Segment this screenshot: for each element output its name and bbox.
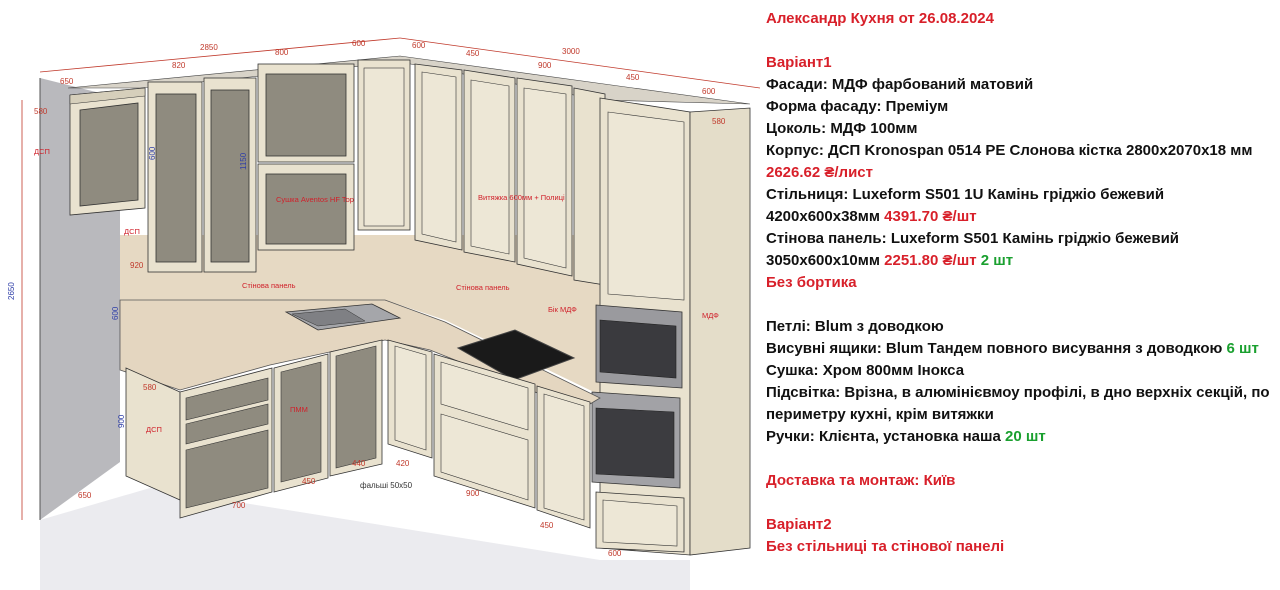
dim-450-c: 450 (302, 477, 316, 486)
label-panel-2: Стінова панель (456, 283, 510, 292)
dim-600-vert: 600 (148, 146, 157, 160)
dim-450-top-a: 450 (466, 49, 480, 58)
dim-420: 420 (396, 459, 410, 468)
dim-600-top-b: 600 (412, 41, 426, 50)
dim-2850: 2850 (200, 43, 218, 52)
handles-line: Ручки: Клієнта, установка наша 20 шт (766, 426, 1271, 448)
specification-panel: Александр Кухня от 26.08.2024 Варіант1 Ф… (766, 8, 1271, 558)
kitchen-drawing: 2850 3000 650 820 800 600 600 450 900 45… (7, 37, 760, 590)
label-dsp-1: ДСП (34, 147, 50, 156)
label-dsp-2: ДСП (124, 227, 140, 236)
lighting-line: Підсвітка: Врізна, в алюмінієвмоу профіл… (766, 384, 1270, 423)
dim-600-wall: 600 (111, 306, 120, 320)
wallpanel-text: Стінова панель: Luxeform S501 Камінь грі… (766, 230, 1180, 269)
backsplash (120, 235, 600, 395)
label-bik-mdf: Бік МДФ (548, 305, 577, 314)
dim-600-d: 600 (608, 549, 622, 558)
dim-450-d: 450 (540, 521, 554, 530)
dim-450-top-b: 450 (626, 73, 640, 82)
label-falshi: фальші 50x50 (360, 481, 413, 490)
lower-cabinets-right (387, 339, 591, 529)
dim-820: 820 (172, 61, 186, 70)
dim-2650: 2650 (7, 282, 16, 300)
dim-600-top-a: 600 (352, 39, 366, 48)
dim-650-b: 650 (78, 491, 92, 500)
drawers-line: Висувні ящики: Blum Тандем повного висув… (766, 338, 1271, 360)
dim-580-c: 580 (143, 383, 157, 392)
plinth-line: Цоколь: МДФ 100мм (766, 120, 918, 137)
countertop-price: 4391.70 ₴/шт (884, 208, 977, 225)
lower-cabinets-left (125, 339, 383, 519)
cooktop (456, 329, 576, 381)
handles-qty: 20 шт (1005, 428, 1046, 445)
delivery-line: Доставка та монтаж: Київ (766, 472, 956, 489)
wallpanel-price: 2251.80 ₴/шт (884, 252, 977, 269)
wallpanel-line: Стінова панель: Luxeform S501 Камінь грі… (766, 228, 1271, 272)
dim-700: 700 (232, 501, 246, 510)
dim-440: 440 (352, 459, 366, 468)
facades-line: Фасади: МДФ фарбований матовий (766, 76, 1034, 93)
label-dryer: Сушка Aventos HF Top (276, 195, 354, 204)
wallpanel-qty: 2 шт (980, 252, 1014, 269)
floor (40, 488, 690, 590)
no-edge-line: Без бортика (766, 274, 857, 291)
variant2-heading: Варіант2 (766, 516, 832, 533)
dim-900-b: 900 (466, 489, 480, 498)
hinges-line: Петлі: Blum з доводкою (766, 318, 944, 335)
variant2-note: Без стільниці та стінової панелі (766, 538, 1005, 555)
dim-580-b: 580 (712, 117, 726, 126)
label-mdf: МДФ (702, 311, 719, 320)
upper-cabinet-left (69, 87, 146, 216)
dim-920: 920 (130, 261, 144, 270)
body-line: Корпус: ДСП Kronospan 0514 PE Слонова кі… (766, 140, 1271, 184)
dim-600-top-c: 600 (702, 87, 716, 96)
label-dsp-3: ДСП (146, 425, 162, 434)
dim-800: 800 (275, 48, 289, 57)
dim-580-a: 580 (34, 107, 48, 116)
tall-column (591, 97, 751, 556)
dim-650: 650 (60, 77, 74, 86)
body-text: Корпус: ДСП Kronospan 0514 PE Слонова кі… (766, 142, 1253, 159)
drawers-text: Висувні ящики: Blum Тандем повного висув… (766, 340, 1223, 357)
countertop-text: Стільниця: Luxeform S501 1U Камінь грідж… (766, 186, 1165, 225)
label-panel-1: Стінова панель (242, 281, 296, 290)
upper-cabinets-right (414, 63, 606, 286)
dim-900-top: 900 (538, 61, 552, 70)
drawers-qty: 6 шт (1226, 340, 1259, 357)
upper-cabinets-back (147, 59, 411, 273)
dim-3000: 3000 (562, 47, 580, 56)
label-hood: Витяжка 600мм + Полиці (478, 193, 565, 202)
countertop-line: Стільниця: Luxeform S501 1U Камінь грідж… (766, 184, 1271, 228)
document-title: Александр Кухня от 26.08.2024 (766, 10, 994, 27)
label-pmm: ПММ (290, 405, 308, 414)
facade-form-line: Форма фасаду: Преміум (766, 98, 949, 115)
dim-1150: 1150 (239, 152, 248, 170)
dryer-line: Сушка: Хром 800мм Інокса (766, 362, 965, 379)
dim-900-vert: 900 (117, 414, 126, 428)
handles-text: Ручки: Клієнта, установка наша (766, 428, 1001, 445)
body-price: 2626.62 ₴/лист (766, 164, 873, 181)
variant1-heading: Варіант1 (766, 54, 832, 71)
